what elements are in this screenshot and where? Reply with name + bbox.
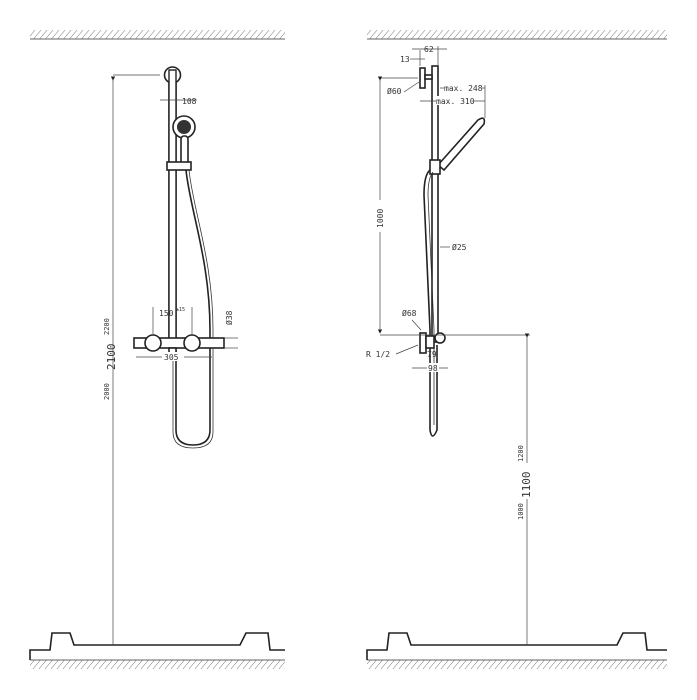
dim-150-tolerance: ±15 [176, 307, 185, 313]
hose [423, 169, 438, 437]
left-view: 108 150 ±15 Ø38 305 2200 2100 2000 [29, 30, 285, 669]
thermostat-bar [133, 337, 225, 349]
dim-max-310: max. 310 [436, 97, 475, 106]
dim-rail-25: Ø25 [452, 242, 467, 252]
shower-rail [431, 65, 439, 343]
knob-left [144, 334, 162, 352]
dim-thread: R 1/2 [366, 350, 390, 359]
dim-38: Ø38 [224, 310, 234, 325]
dim-max-248: max. 248 [444, 84, 483, 93]
floor-hatch [30, 660, 285, 669]
dim-13: 13 [400, 55, 410, 64]
height-2100: 2100 [105, 344, 118, 371]
height-2000: 2000 [103, 383, 111, 400]
dim-1000-rail: 1000 [376, 209, 385, 228]
floor-hatch [367, 660, 667, 669]
hand-shower [436, 117, 486, 172]
dim-108: 108 [182, 97, 197, 106]
height-1000: 1000 [517, 503, 525, 520]
height-2200: 2200 [103, 318, 111, 335]
slider [166, 161, 192, 171]
wall-outlet [419, 332, 427, 354]
right-view: 62 13 Ø60 max. 248 max. 310 1000 Ø25 Ø68… [366, 30, 667, 669]
ceiling-hatch [367, 30, 667, 39]
dim-bracket-60: Ø60 [387, 86, 402, 96]
dim-305: 305 [164, 353, 179, 362]
dim-150: 150 [159, 309, 174, 318]
dim-outlet-68: Ø68 [402, 308, 417, 318]
shower-tray [29, 632, 285, 660]
ceiling-hatch [30, 30, 285, 39]
knob-right [183, 334, 201, 352]
hose [175, 169, 211, 446]
height-1100: 1100 [520, 472, 533, 499]
shower-tray [366, 632, 667, 660]
dim-98: 98 [428, 364, 438, 373]
dim-79: 79 [427, 350, 437, 359]
height-1200: 1200 [517, 445, 525, 462]
dim-62: 62 [424, 45, 434, 54]
slider [429, 159, 441, 175]
